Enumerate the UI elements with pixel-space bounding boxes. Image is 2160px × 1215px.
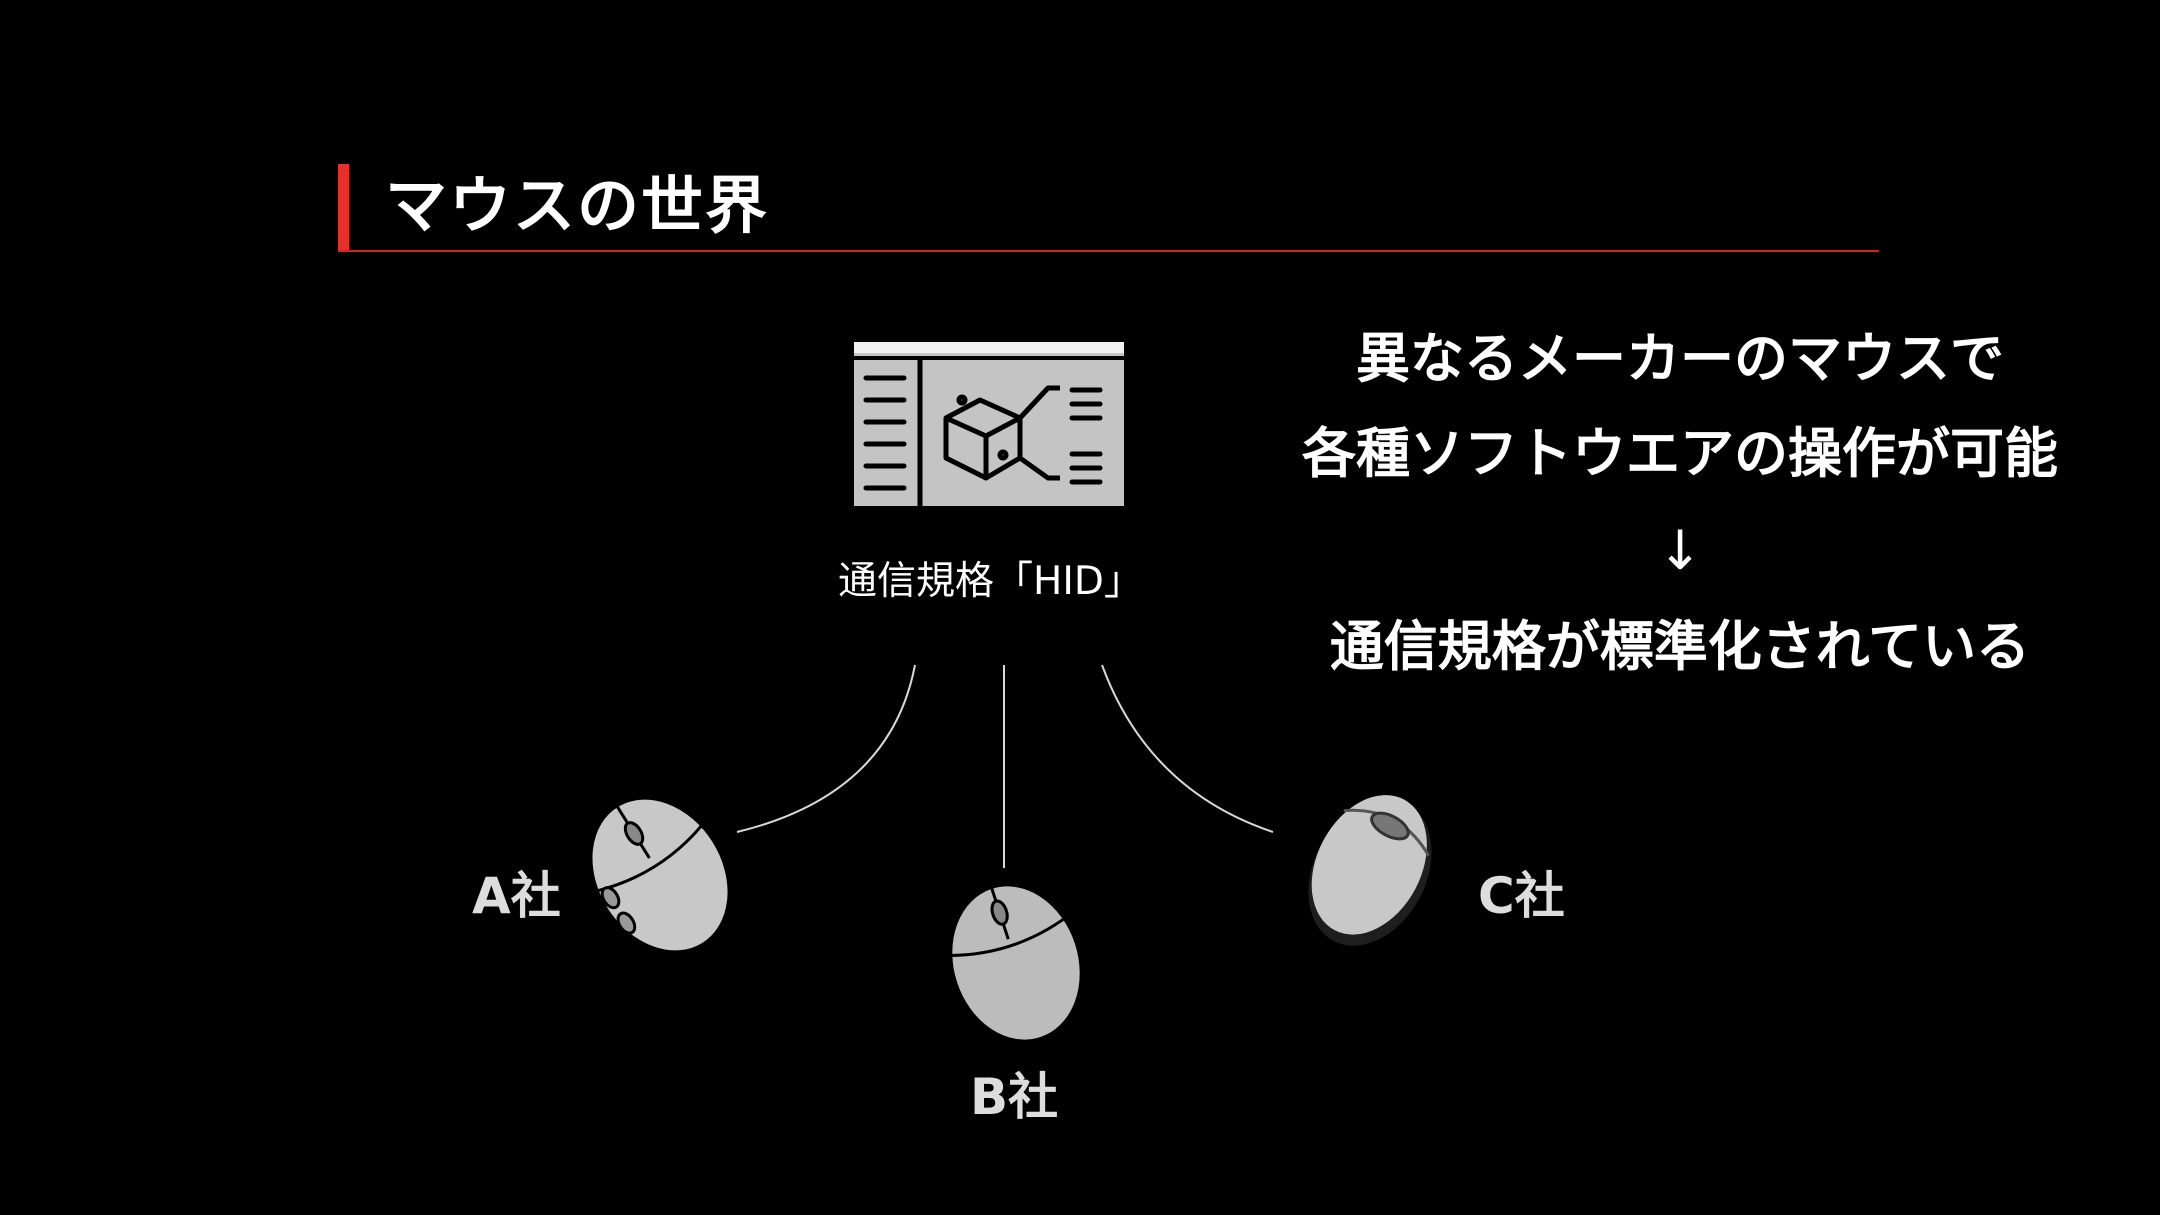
message-line-1: 異なるメーカーのマウスで [1356, 327, 2004, 390]
title-accent-bar [338, 164, 349, 251]
company-b-label: B社 [970, 1068, 1059, 1126]
slide-title: マウスの世界 [385, 169, 770, 242]
down-arrow: ↓ [1657, 519, 1703, 582]
mouse-c-icon [1304, 794, 1436, 950]
company-a-label: A社 [472, 867, 561, 925]
message-line-3: 通信規格が標準化されている [1329, 615, 2031, 678]
mouse-b-icon [948, 882, 1084, 1044]
protocol-document-icon [854, 342, 1124, 506]
title-underline [338, 250, 1879, 252]
hid-standard-label: 通信規格「HID」 [838, 559, 1143, 604]
connector-c [1101, 664, 1274, 833]
mouse-a-icon [588, 795, 732, 955]
message-line-2: 各種ソフトウエアの操作が可能 [1302, 422, 2058, 485]
company-c-label: C社 [1478, 867, 1565, 925]
connector-a [736, 664, 916, 833]
